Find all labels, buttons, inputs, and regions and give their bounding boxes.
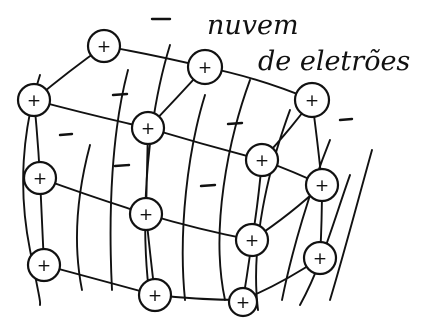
- cloud-line: [76, 144, 91, 291]
- electron-minus: [111, 92, 129, 97]
- cation-sign: +: [255, 151, 269, 171]
- cation-sign: +: [37, 256, 51, 276]
- caption: nuvem de eletrões: [150, 10, 410, 77]
- cation-sign: +: [141, 119, 155, 139]
- cation-sign: +: [315, 176, 329, 196]
- electron-minus: [58, 132, 74, 137]
- cloud-line: [218, 79, 251, 301]
- bond-line: [147, 127, 263, 161]
- cation-sign: +: [305, 91, 319, 111]
- cation: +: [304, 167, 340, 203]
- cation: +: [26, 247, 62, 283]
- electrons: [58, 92, 354, 188]
- electron-minus: [113, 163, 131, 168]
- cation: +: [293, 81, 331, 119]
- cation-sign: +: [245, 231, 259, 251]
- cation: +: [227, 286, 259, 318]
- cloud-line: [181, 94, 206, 301]
- cloud-line: [299, 174, 351, 306]
- electron-minus: [226, 121, 244, 126]
- bond-line: [33, 99, 149, 129]
- cation: +: [186, 48, 224, 86]
- cation-sign: +: [33, 169, 47, 189]
- cloud-line: [255, 109, 291, 311]
- bond-line: [43, 264, 156, 296]
- cation-sign: +: [97, 37, 111, 57]
- cation: +: [128, 196, 164, 232]
- cloud-line: [144, 44, 171, 301]
- cation: +: [234, 222, 270, 258]
- cloud-line: [109, 69, 129, 291]
- cation: +: [22, 160, 58, 196]
- cation-sign: +: [148, 286, 162, 306]
- electron-cloud-lines: [22, 44, 373, 311]
- cation-sign: +: [27, 91, 41, 111]
- cation: +: [244, 142, 280, 178]
- cation: +: [86, 28, 122, 64]
- caption-line-1: nuvem: [207, 10, 299, 41]
- cloud-line: [22, 74, 42, 306]
- cation: +: [16, 82, 52, 118]
- cation-sign: +: [198, 58, 212, 78]
- metal-cations: + + + + + + + + + + + + + +: [16, 28, 340, 318]
- cation-sign: +: [139, 205, 153, 225]
- caption-line-2: de eletrões: [258, 46, 410, 77]
- cation: +: [130, 110, 166, 146]
- cloud-line: [281, 139, 331, 301]
- cation: +: [302, 240, 338, 276]
- cloud-line: [329, 149, 373, 301]
- cation-sign: +: [313, 249, 327, 269]
- electron-minus: [199, 183, 217, 188]
- cation-sign: +: [236, 293, 250, 313]
- cation: +: [137, 277, 173, 313]
- electron-minus: [338, 117, 354, 122]
